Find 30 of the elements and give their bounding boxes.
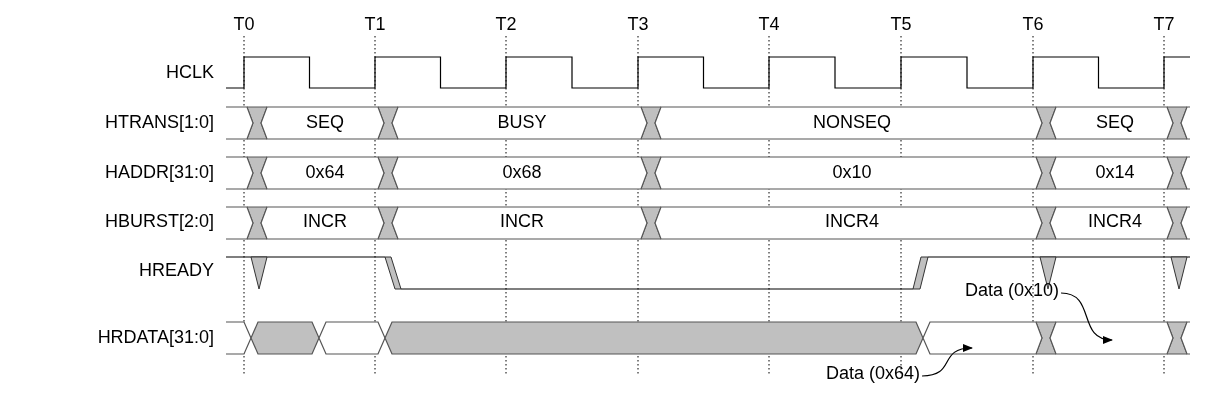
leader-arrow: [1060, 292, 1113, 343]
signal-name: HTRANS[1:0]: [104, 113, 214, 133]
time-label: T6: [1022, 15, 1044, 35]
time-label: T1: [364, 15, 386, 35]
bus-value: 0x10: [832, 163, 872, 183]
bus-value: INCR: [303, 212, 347, 232]
signal-name: HREADY: [139, 261, 214, 281]
bus-value: BUSY: [497, 113, 547, 133]
annotation-label: Data (0x10): [965, 281, 1059, 301]
bus-value: NONSEQ: [813, 113, 891, 133]
bus-value: 0x64: [305, 163, 345, 183]
time-label: T3: [627, 15, 649, 35]
signal-name: HCLK: [166, 63, 214, 83]
bus-value: SEQ: [306, 113, 344, 133]
time-label: T7: [1153, 15, 1175, 35]
signal-name: HBURST[2:0]: [104, 212, 214, 232]
signal-name: HADDR[31:0]: [104, 163, 214, 183]
time-label: T5: [890, 15, 912, 35]
bus-value: 0x14: [1095, 163, 1135, 183]
time-label: T0: [233, 15, 255, 35]
annotation-label: Data (0x64): [826, 364, 920, 384]
bus-value: INCR4: [1088, 212, 1142, 232]
bus-value: 0x68: [502, 163, 542, 183]
bus-value: INCR: [500, 212, 544, 232]
signal-name: HRDATA[31:0]: [97, 328, 214, 348]
bus-value: SEQ: [1096, 113, 1134, 133]
time-label: T4: [758, 15, 780, 35]
bus-value: INCR4: [825, 212, 879, 232]
leader-arrow: [921, 344, 973, 377]
time-label: T2: [495, 15, 517, 35]
